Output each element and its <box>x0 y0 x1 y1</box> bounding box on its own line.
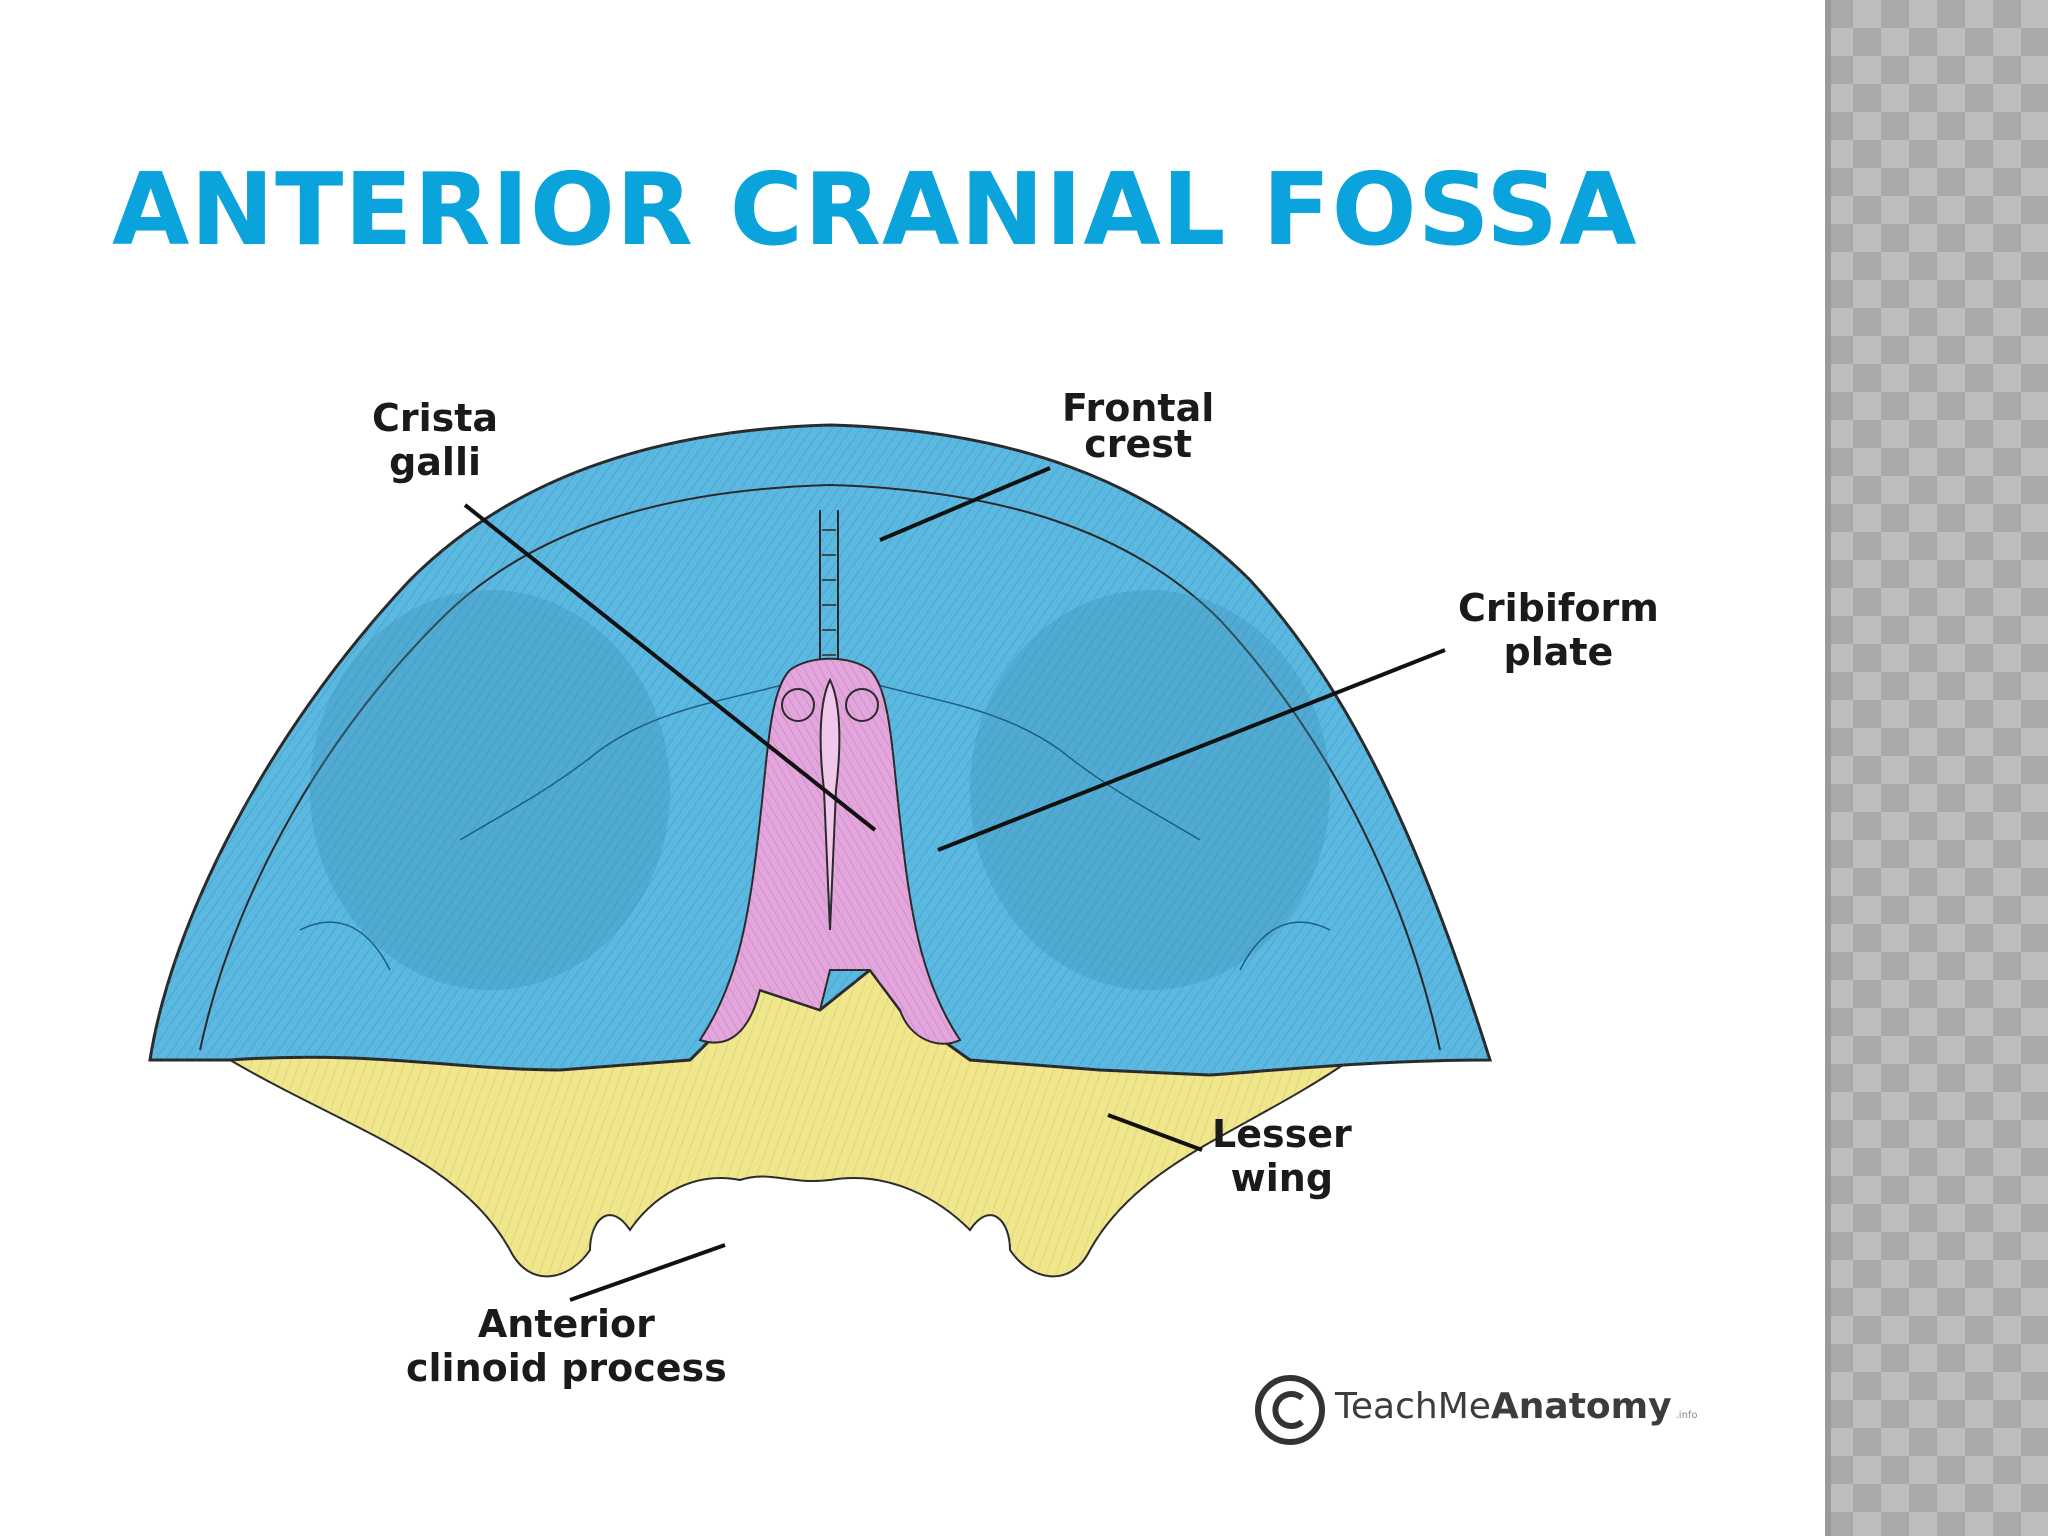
label-crista-galli-line1: Crista <box>372 396 499 440</box>
leader-anterior-clinoid <box>569 1243 726 1302</box>
label-lesser-wing-line1: Lesser <box>1212 1112 1352 1156</box>
leader-crista-galli <box>463 503 877 832</box>
label-anterior-clinoid-process: Anterior clinoid process <box>406 1302 727 1390</box>
watermark-brand-prefix: TeachMe <box>1335 1386 1491 1427</box>
leader-cribiform-plate <box>937 648 1446 852</box>
watermark-brand-bold: Anatomy <box>1490 1386 1672 1427</box>
leader-lesser-wing <box>1107 1113 1203 1152</box>
slide-title: ANTERIOR CRANIAL FOSSA <box>112 151 1638 268</box>
cranial-fossa-illustration <box>148 423 1493 1302</box>
label-anterior-clinoid-line1: Anterior <box>477 1302 655 1346</box>
sidebar-edge <box>1825 0 1831 1536</box>
label-crista-galli: Crista galli <box>372 396 498 484</box>
teachmeanatomy-watermark: TeachMeAnatomy.info <box>1250 1370 1698 1450</box>
slide: ANTERIOR CRANIAL FOSSA <box>112 151 1700 1510</box>
label-cribiform-plate: Cribiform plate <box>1458 586 1659 674</box>
copyright-icon <box>1255 1375 1325 1445</box>
label-crista-galli-line2: galli <box>389 440 481 484</box>
label-lesser-wing: Lesser wing <box>1212 1112 1352 1200</box>
leader-frontal-crest <box>879 466 1051 542</box>
leader-lines <box>463 466 1446 1302</box>
label-lesser-wing-line2: wing <box>1230 1156 1334 1200</box>
label-frontal-crest-line1: Frontal <box>1062 386 1215 430</box>
label-anterior-clinoid-line2: clinoid process <box>406 1346 727 1390</box>
decorative-sidebar <box>1825 0 2048 1536</box>
label-frontal-crest-line2: crest <box>1084 422 1193 466</box>
anatomy-figure: Crista galli Frontal crest Cribiform pla… <box>130 370 1700 1510</box>
watermark-brand-suffix: .info <box>1675 1410 1698 1421</box>
label-cribiform-plate-line2: plate <box>1503 630 1614 674</box>
label-cribiform-plate-line1: Cribiform <box>1458 586 1659 630</box>
ethmoid-bone <box>698 657 962 1045</box>
label-frontal-crest: Frontal crest <box>1062 386 1214 466</box>
watermark-brand: TeachMeAnatomy.info <box>1335 1386 1698 1427</box>
